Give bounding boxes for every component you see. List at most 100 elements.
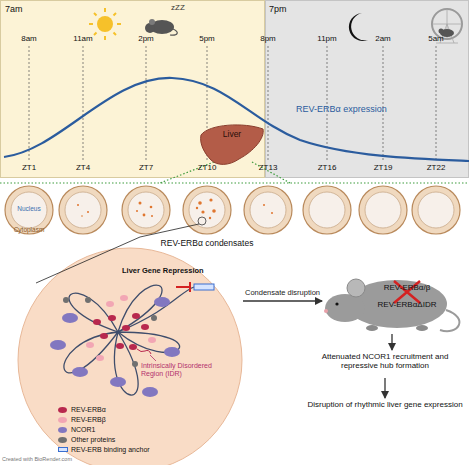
protein-beta: [148, 337, 156, 343]
annotation-label: Cytoplasm: [6, 226, 52, 233]
legend-swatch: [58, 407, 67, 413]
annotation-label: REV-ERBα condensates: [147, 239, 267, 249]
protein-ncor1: [142, 387, 158, 397]
annotation-label: ZT7: [126, 163, 166, 172]
gridline: [383, 46, 384, 161]
protein-alpha: [108, 315, 116, 321]
annotation-label: Created with BioRender.com: [2, 456, 122, 462]
zoom-circle: [198, 217, 206, 225]
flow-arrow: [243, 300, 322, 301]
protein-ncor1: [110, 377, 126, 387]
condensate-dot: [77, 204, 79, 206]
node-text: REV-ERBα/β: [352, 283, 462, 292]
annotation-label: ZT16: [307, 163, 347, 172]
cell-nucleus: [11, 192, 47, 228]
edge-label: Condensate disruption: [243, 289, 322, 298]
protein-alpha: [129, 344, 137, 350]
node-text: REV-ERBαΔIDR: [352, 300, 462, 309]
mouse-foot: [366, 325, 378, 331]
gridline: [436, 46, 437, 161]
node-text: Liver Gene Repression: [122, 267, 222, 276]
annotation-label: 2am: [363, 34, 403, 43]
annotation-label: ZT4: [63, 163, 103, 172]
cell-cytoplasm: [359, 186, 407, 234]
condensate-dot: [198, 201, 202, 205]
outcome-text: Disruption of rhythmic liver gene expres…: [305, 398, 465, 422]
gridline: [268, 46, 269, 161]
condensate-zoom-outline: [17, 247, 243, 465]
annotation-label: 5pm: [187, 34, 227, 43]
cell-cytoplasm: [183, 186, 231, 234]
annotation-label: 11am: [63, 34, 103, 43]
annotation-label: Nucleus: [11, 205, 47, 212]
cell-cytoplasm: [122, 186, 170, 234]
node-text: Disruption of rhythmic liver gene expres…: [305, 400, 465, 409]
condensate-dot: [87, 211, 89, 213]
annotation-label: 5am: [416, 34, 456, 43]
mouse-ear: [149, 19, 155, 25]
protein-ncor1: [72, 367, 88, 377]
zoom-line: [0, 182, 469, 183]
condensate-dot: [263, 204, 265, 206]
condensate-dot: [81, 215, 83, 217]
condensate-dot: [212, 209, 216, 213]
cell-cytoplasm: [412, 186, 460, 234]
cell-cytoplasm: [303, 186, 351, 234]
cell-nucleus: [128, 192, 164, 228]
cell-nucleus: [189, 192, 225, 228]
gridline: [29, 46, 30, 161]
annotation-label: 8pm: [248, 34, 288, 43]
annotation-label: ZT1: [9, 163, 49, 172]
protein-alpha: [100, 333, 108, 339]
mouse-head: [439, 29, 444, 34]
day-panel: 7amLiver: [0, 0, 265, 178]
binding-anchor: [194, 284, 214, 290]
night-panel: 7pm: [265, 0, 469, 178]
annotation-label: 2pm: [126, 34, 166, 43]
protein-alpha: [116, 343, 124, 349]
node-text: 7am: [5, 4, 45, 14]
node-text: Attenuated NCOR1 recruitment and repress…: [305, 352, 465, 370]
node-text: 7pm: [269, 4, 309, 14]
sun-disc: [97, 16, 113, 32]
protein-other: [132, 361, 138, 367]
legend-text: REV-ERB binding anchor: [71, 446, 181, 454]
gridline: [327, 46, 328, 161]
cell-nucleus: [309, 192, 345, 228]
protein-alpha: [93, 319, 101, 325]
protein-beta: [106, 301, 114, 307]
legend-sample: [58, 447, 68, 452]
flow-arrow: [391, 334, 392, 350]
cell-cytoplasm: [244, 186, 292, 234]
cell-nucleus: [418, 192, 454, 228]
node-text: Liver: [199, 130, 265, 140]
condensate-dot: [209, 217, 211, 219]
condensate-zoom-shape: [18, 248, 242, 465]
protein-alpha: [141, 324, 149, 330]
cell-row: [5, 186, 460, 234]
condensate-dot: [139, 202, 142, 205]
annotation-label: zZZ: [171, 3, 201, 12]
legend-swatch: [58, 417, 67, 423]
condensate-dot: [271, 212, 273, 214]
annotation-label: REV-ERBα expression: [296, 104, 416, 114]
annotation-label: ZT13: [248, 163, 288, 172]
protein-ncor1: [62, 313, 78, 323]
protein-ncor1: [164, 347, 180, 357]
protein-ncor1: [50, 340, 66, 350]
protein-beta: [96, 355, 104, 361]
annotation-label: ZT22: [416, 163, 456, 172]
node-text: Intrinsically Disordered Region (IDR): [141, 362, 229, 378]
cell-cytoplasm: [5, 186, 53, 234]
protein-other: [85, 297, 91, 303]
condensate-dot: [201, 210, 204, 213]
legend-text: Other proteins: [71, 436, 181, 444]
cell-nucleus: [65, 192, 101, 228]
legend-swatch: [58, 437, 67, 443]
condensate-dot: [150, 206, 153, 209]
protein-beta: [86, 342, 94, 348]
gridline: [83, 46, 84, 161]
